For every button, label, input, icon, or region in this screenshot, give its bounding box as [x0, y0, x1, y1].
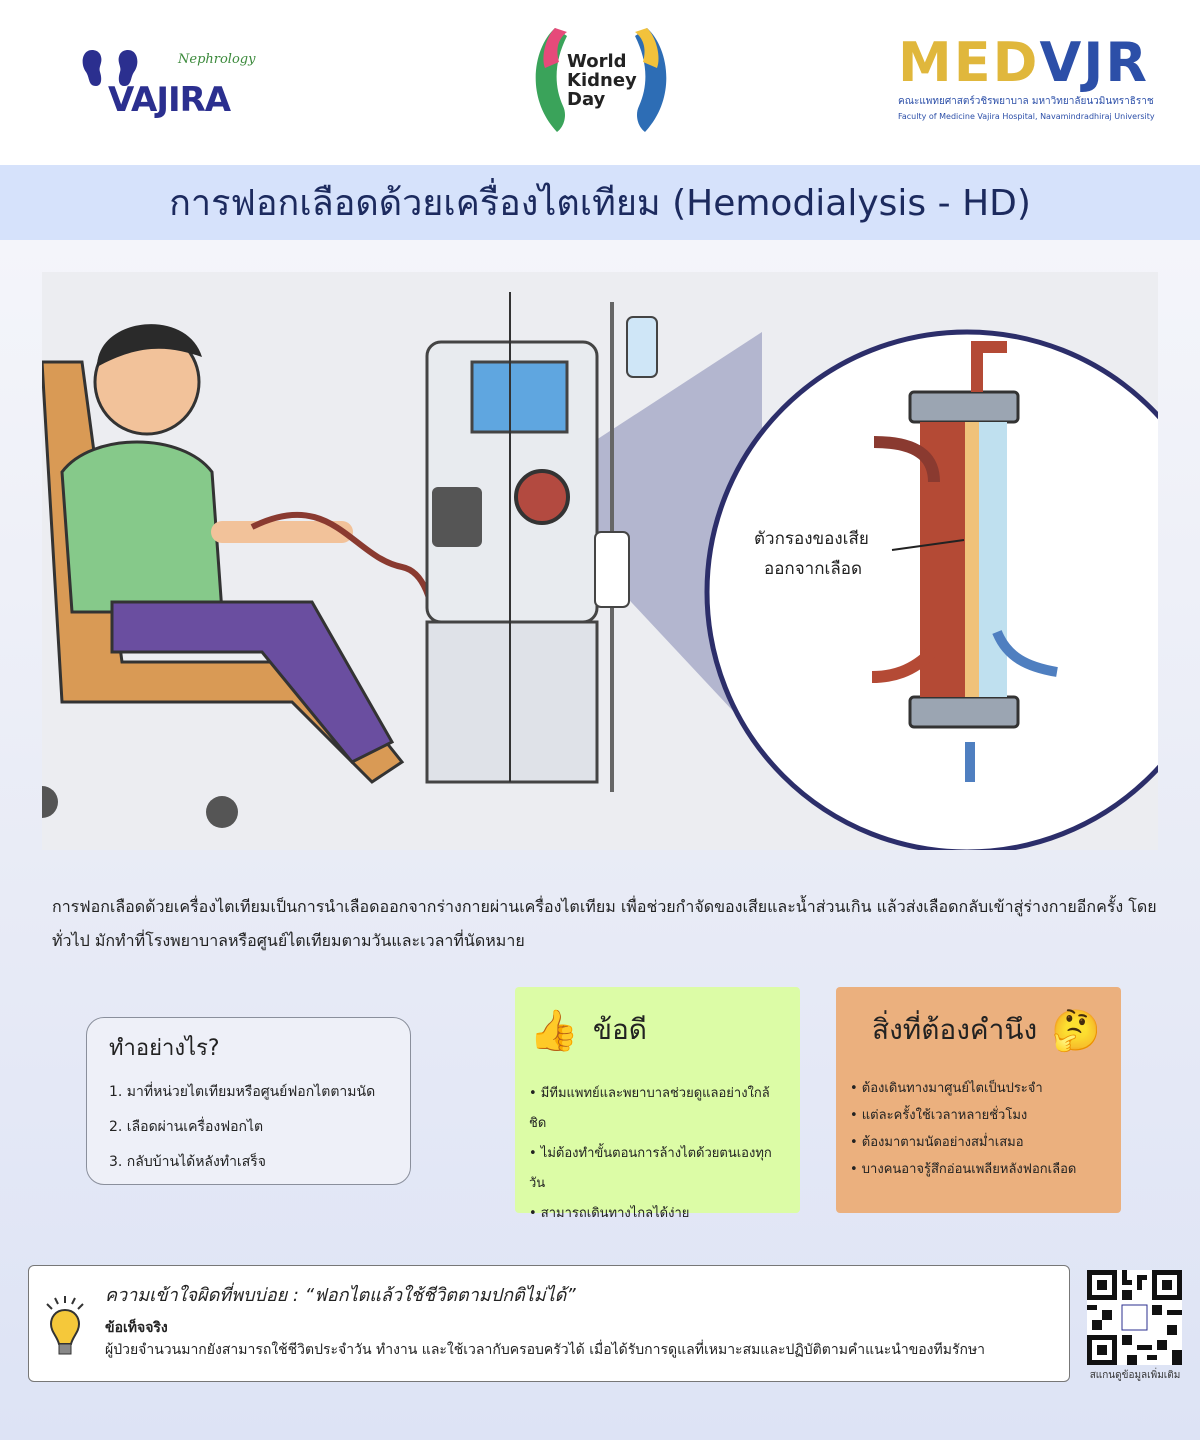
vajira-text: VAJIRA: [108, 80, 231, 120]
callout-line1: ตัวกรองของเสีย: [754, 529, 869, 549]
considerations-card: สิ่งที่ต้องคำนึง 🤔 • ต้องเดินทางมาศูนย์ไต…: [836, 987, 1121, 1213]
title-band: การฟอกเลือดด้วยเครื่องไตเทียม (Hemodialy…: [0, 165, 1200, 240]
pros-item: • มีทีมแพทย์และพยาบาลช่วยดูแลอย่างใกล้ชิ…: [529, 1086, 770, 1131]
pros-item: • ไม่ต้องทำขั้นตอนการล้างไตด้วยตนเองทุกว…: [529, 1146, 772, 1191]
nephrology-text: Nephrology: [178, 52, 256, 67]
cons-title: สิ่งที่ต้องคำนึง: [872, 1013, 1038, 1046]
cons-item: • ต้องมาตามนัดอย่างสม่ำเสมอ: [850, 1135, 1024, 1150]
lightbulb-icon: [46, 1296, 84, 1355]
vajira-nephrology-logo: Nephrology VAJIRA: [80, 40, 265, 125]
hemodialysis-illustration: ตัวกรองของเสีย ออกจากเลือด: [26, 272, 1200, 855]
callout-line2: ออกจากเลือด: [764, 559, 862, 579]
thumbs-up-icon: 👍: [529, 1007, 579, 1054]
intro-paragraph: การฟอกเลือดด้วยเครื่องไตเทียมเป็นการนำเล…: [52, 897, 1157, 950]
how-step: 2. เลือดผ่านเครื่องฟอกไต: [109, 1119, 264, 1135]
page-title: การฟอกเลือดด้วยเครื่องไตเทียม (Hemodialy…: [169, 183, 1031, 224]
qr-caption: สแกนดูข้อมูลเพิ่มเติม: [1089, 1370, 1181, 1381]
cons-item: • บางคนอาจรู้สึกอ่อนเพลียหลังฟอกเลือด: [850, 1162, 1077, 1177]
medvjr-logo: MEDVJR คณะแพทยศาสตร์วชิรพยาบาล มหาวิทยาล…: [898, 36, 1160, 126]
wkd-line1: World: [567, 51, 627, 72]
faculty-english: Faculty of Medicine Vajira Hospital, Nav…: [898, 112, 1155, 121]
qr-code[interactable]: [1087, 1270, 1182, 1365]
patient: [60, 324, 395, 764]
cons-item: • แต่ละครั้งใช้เวลาหลายชั่วโมง: [850, 1108, 1028, 1123]
header: Nephrology VAJIRA World Kidney Day MEDVJ…: [0, 0, 1200, 165]
filter-callout: ตัวกรองของเสีย ออกจากเลือด: [754, 524, 869, 584]
how-title: ทำอย่างไร?: [109, 1036, 220, 1061]
thinking-face-icon: 🤔: [1051, 1007, 1101, 1054]
world-kidney-day-logo: World Kidney Day: [525, 24, 677, 136]
wkd-line2: Kidney: [567, 70, 637, 91]
pros-card: 👍 ข้อดี • มีทีมแพทย์และพยาบาลช่วยดูแลอย่า…: [515, 987, 800, 1221]
wkd-line3: Day: [567, 89, 606, 110]
kidney-icon: [82, 50, 138, 86]
myth-question: ความเข้าใจผิดที่พบบ่อย : “ฟอกไตแล้วใช้ชี…: [105, 1285, 576, 1306]
med-text: MED: [898, 31, 1040, 94]
magnify-beam: [547, 332, 762, 742]
pros-item: • สามารถเดินทางไกลได้ง่าย: [529, 1206, 690, 1221]
how-step: 3. กลับบ้านได้หลังทำเสร็จ: [109, 1154, 266, 1170]
cons-item: • ต้องเดินทางมาศูนย์ไตเป็นประจำ: [850, 1081, 1043, 1096]
fact-label: ข้อเท็จจริง: [105, 1320, 168, 1336]
myth-fact-box: ความเข้าใจผิดที่พบบ่อย : “ฟอกไตแล้วใช้ชี…: [28, 1265, 1070, 1382]
pros-title: ข้อดี: [592, 1013, 647, 1046]
dialysis-machine: [425, 292, 599, 784]
how-step: 1. มาที่หน่วยไตเทียมหรือศูนย์ฟอกไตตามนัด: [109, 1084, 376, 1100]
vjr-text: VJR: [1039, 31, 1149, 94]
dialyzer-zoom-circle: [704, 329, 1200, 855]
iv-bag: [594, 302, 658, 792]
how-it-works-box: ทำอย่างไร? 1. มาที่หน่วยไตเทียมหรือศูนย์…: [86, 1017, 411, 1185]
fact-text: ผู้ป่วยจำนวนมากยังสามารถใช้ชีวิตประจำวัน…: [105, 1342, 986, 1358]
faculty-thai: คณะแพทยศาสตร์วชิรพยาบาล มหาวิทยาลัยนวมิน…: [898, 96, 1154, 107]
